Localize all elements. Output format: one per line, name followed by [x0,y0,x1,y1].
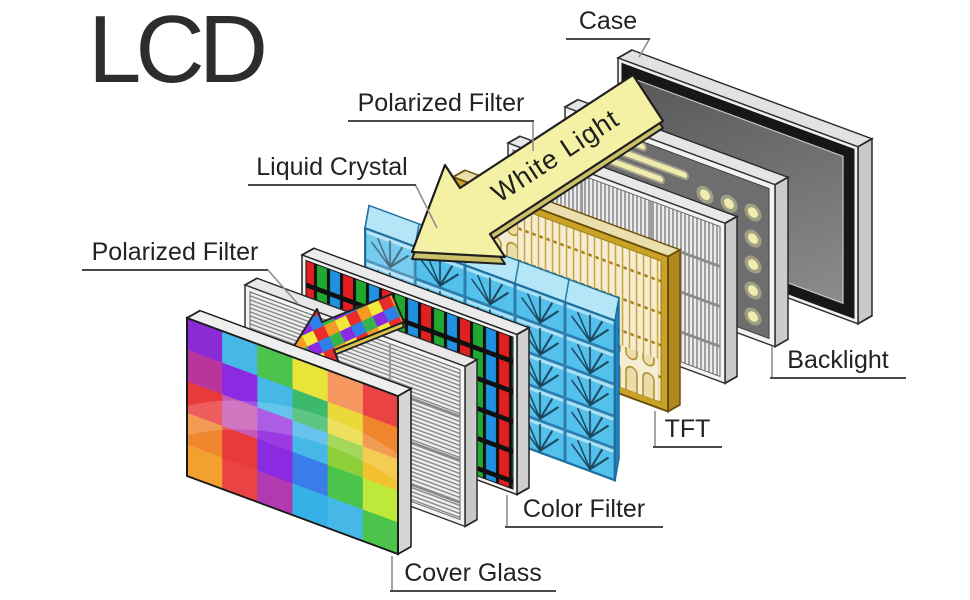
label-case: Case [566,6,650,40]
cover-glass-cell [327,433,364,479]
cover-glass-cell [187,412,223,459]
cover-glass-cell [292,451,329,498]
label-tft: TFT [653,414,722,448]
cover-glass-cell [222,394,258,440]
label-connectors [266,37,773,590]
cover-glass-cell [362,383,399,429]
label-liquid-crystal: Liquid Crystal [248,152,416,186]
cover-glass-cell [187,318,223,364]
cover-glass-cell [257,375,293,421]
cover-glass-cell [257,344,293,390]
cover-glass-mosaic [187,318,399,555]
cover-glass-cell [222,362,258,408]
cover-glass-cell [222,331,258,377]
cover-glass-cell [362,414,399,460]
white-light-arrow-body [410,73,665,259]
cover-glass-cell [222,425,258,472]
label-color-filter: Color Filter [505,494,663,528]
cover-glass-cell [327,464,364,511]
cover-glass-cell [327,401,364,447]
rainbow-light-arrow [290,293,405,369]
label-polarized-filter-back: Polarized Filter [348,88,534,122]
cover-glass-gloss [187,400,398,483]
cover-glass-cell [362,477,399,524]
cover-glass-cell [292,357,329,403]
label-backlight: Backlight [770,345,906,379]
layer-cover-glass [185,309,413,556]
label-cover-glass: Cover Glass [390,558,556,592]
cover-glass-cell [257,407,293,453]
cover-glass-cell [187,381,223,427]
label-polarized-filter-front: Polarized Filter [82,237,268,271]
cover-glass-cell [292,388,329,434]
cover-glass-cell [257,438,293,485]
cover-glass-cell [327,370,364,416]
cover-glass-cell [187,349,223,395]
page-title: LCD [88,0,268,103]
cover-glass-cell [292,420,329,466]
cover-glass-cell [362,446,399,492]
